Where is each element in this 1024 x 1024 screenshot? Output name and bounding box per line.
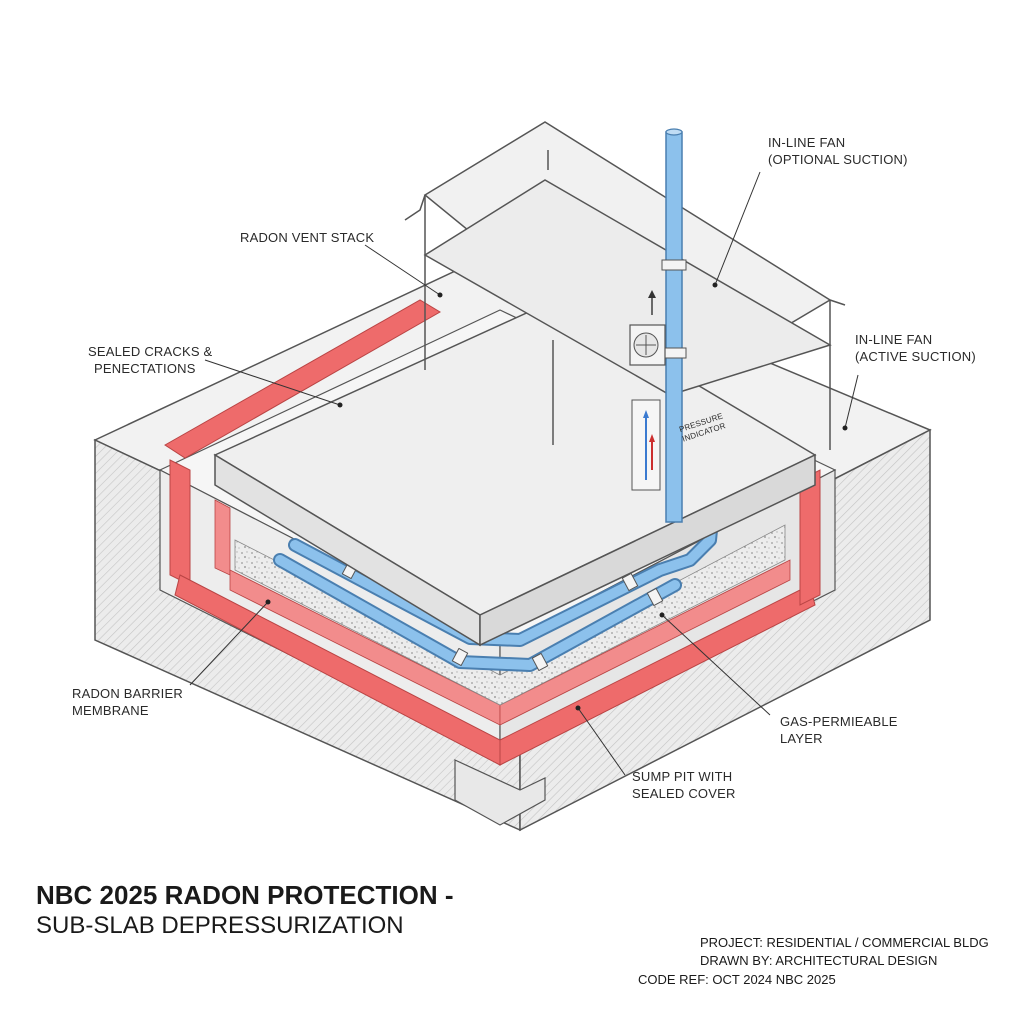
label-gas-permeable: GAS-PERMIEABLE LAYER bbox=[780, 714, 898, 746]
title-line-2: SUB-SLAB DEPRESSURIZATION bbox=[36, 912, 404, 939]
leader-lines bbox=[189, 171, 859, 776]
sub-slab-pipe bbox=[273, 513, 719, 672]
label-inline-fan-optional: IN-LINE FAN (OPTIONAL SUCTION) bbox=[768, 135, 908, 167]
meta-code-ref: CODE REF: OCT 2024 NBC 2025 bbox=[638, 972, 836, 987]
label-sump-pit: SUMP PIT WITH SEALED COVER bbox=[632, 769, 736, 801]
meta-drawn-by: DRAWN BY: ARCHITECTURAL DESIGN bbox=[700, 953, 938, 968]
radon-barrier-membrane bbox=[164, 299, 821, 766]
label-radon-barrier: RADON BARRIER MEMBRANE bbox=[72, 686, 183, 718]
label-sealed-cracks: SEALED CRACKS & PENECTATIONS bbox=[88, 344, 213, 376]
radon-vent-stack bbox=[661, 128, 687, 523]
building-frame bbox=[404, 121, 846, 490]
pressure-indicator bbox=[631, 399, 661, 491]
meta-project: PROJECT: RESIDENTIAL / COMMERCIAL BLDG bbox=[700, 935, 989, 950]
label-inline-fan-active: IN-LINE FAN (ACTIVE SUCTION) bbox=[855, 332, 976, 364]
inline-fan bbox=[629, 290, 666, 366]
gas-permeable-layer bbox=[234, 524, 786, 706]
label-radon-vent-stack: RADON VENT STACK bbox=[240, 230, 375, 245]
title-line-1: NBC 2025 RADON PROTECTION - bbox=[36, 880, 454, 910]
leader-dots bbox=[265, 282, 848, 711]
